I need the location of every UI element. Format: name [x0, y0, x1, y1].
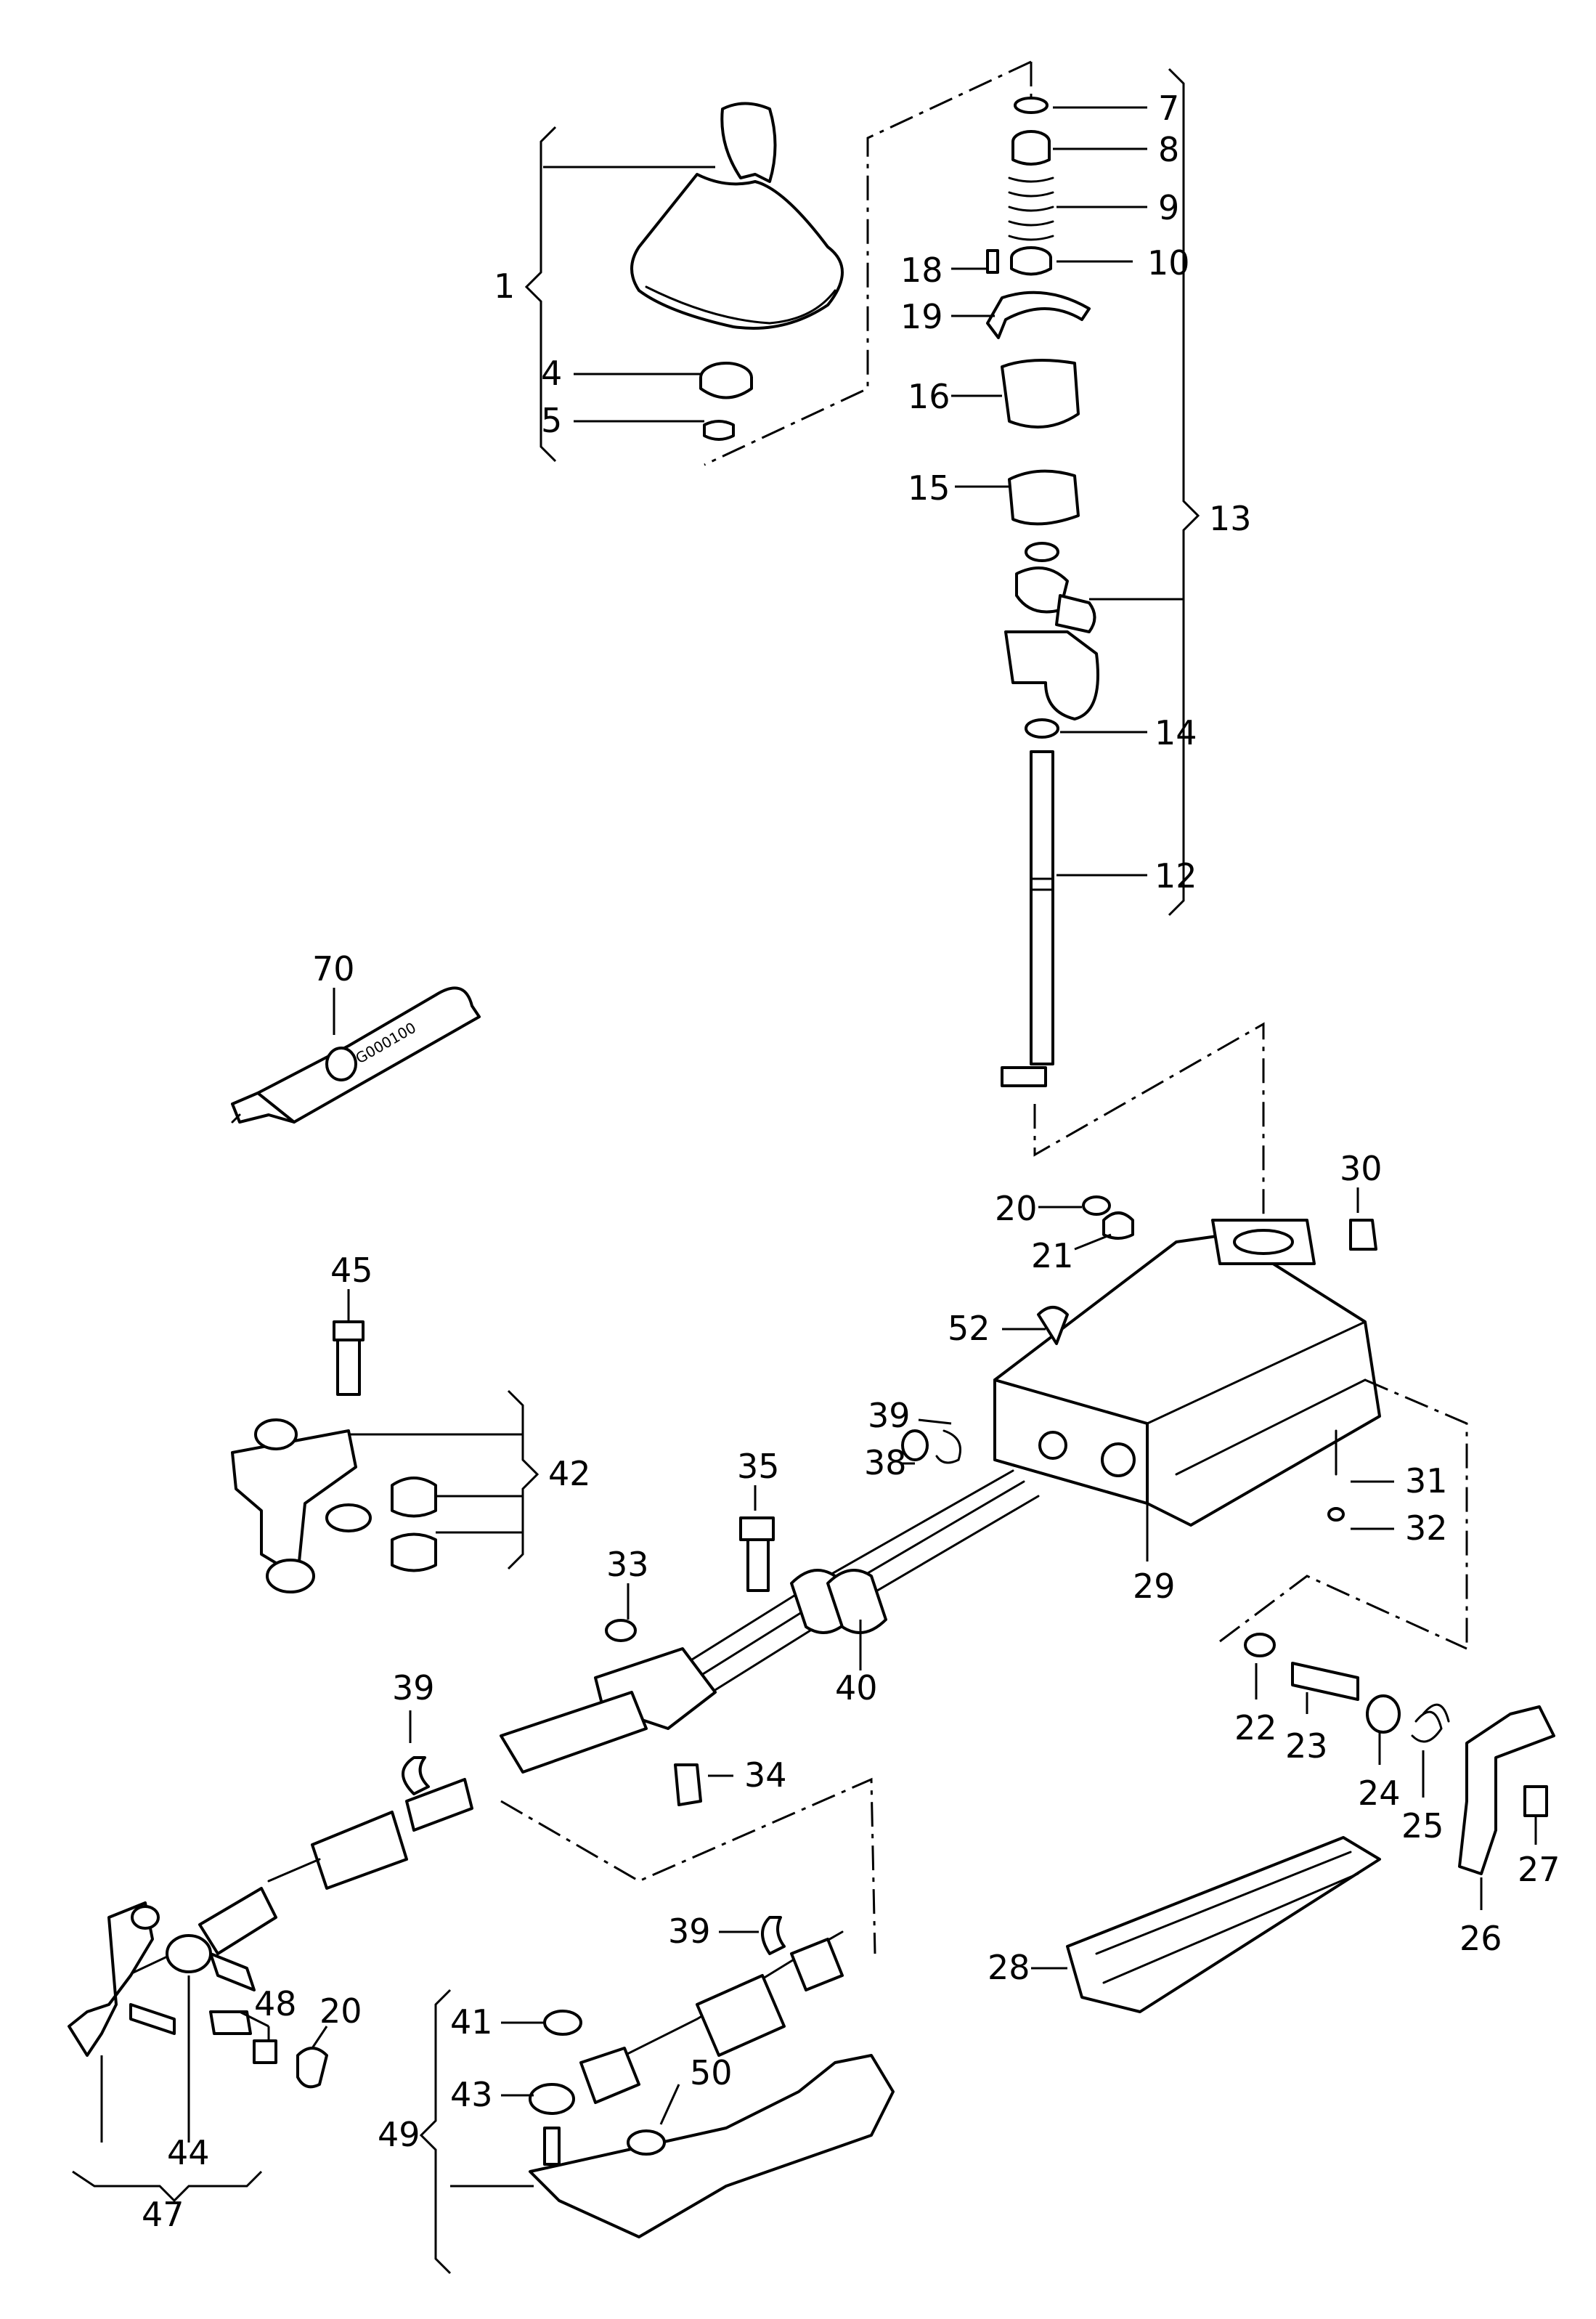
callout-50: 50 — [690, 2053, 733, 2092]
callout-14: 14 — [1155, 713, 1197, 752]
callout-29: 29 — [1133, 1567, 1176, 1606]
bracket-assembly: 45 42 — [231, 1251, 591, 1593]
callout-15: 15 — [908, 468, 950, 508]
callout-26: 26 — [1459, 1919, 1502, 1958]
callout-33: 33 — [606, 1545, 649, 1584]
callout-19: 19 — [900, 297, 943, 336]
callout-1: 1 — [494, 267, 515, 306]
callout-28: 28 — [988, 1948, 1030, 1987]
callout-31: 31 — [1405, 1461, 1448, 1500]
callout-8: 8 — [1158, 130, 1179, 169]
grease-tube: G000100 70 — [231, 949, 481, 1124]
callout-70: 70 — [312, 949, 355, 988]
callout-24: 24 — [1358, 1774, 1401, 1813]
callout-39-bottom: 39 — [668, 1912, 711, 1951]
callout-41: 41 — [450, 2002, 493, 2042]
right-side-parts: 22 23 24 25 27 26 28 — [988, 1575, 1560, 2013]
gear-knob-assembly: 1 4 5 — [494, 102, 844, 463]
callout-34: 34 — [744, 1755, 787, 1795]
callout-42: 42 — [548, 1454, 591, 1493]
callout-5: 5 — [541, 401, 562, 440]
callout-45: 45 — [330, 1251, 373, 1290]
shift-housing: 20 21 30 52 39 38 31 32 29 — [864, 1149, 1468, 1649]
callout-4: 4 — [541, 354, 562, 393]
clip-39-bottom: 39 — [668, 1912, 786, 1955]
callout-20-lever: 20 — [319, 1991, 362, 2031]
callout-23: 23 — [1285, 1726, 1328, 1766]
callout-48: 48 — [254, 1984, 297, 2023]
callout-30: 30 — [1340, 1149, 1383, 1188]
callout-7: 7 — [1158, 89, 1179, 128]
callout-35: 35 — [737, 1447, 780, 1486]
callout-25: 25 — [1401, 1806, 1444, 1845]
callout-39-housing: 39 — [868, 1396, 911, 1435]
callout-12: 12 — [1155, 856, 1197, 895]
callout-27: 27 — [1518, 1850, 1560, 1889]
callout-13: 13 — [1209, 499, 1252, 538]
callout-9: 9 — [1158, 188, 1179, 227]
callout-47: 47 — [142, 2195, 184, 2234]
callout-43: 43 — [450, 2075, 493, 2114]
callout-21: 21 — [1031, 1236, 1074, 1275]
callout-38: 38 — [864, 1443, 907, 1482]
callout-44: 44 — [167, 2133, 210, 2172]
callout-10: 10 — [1147, 243, 1190, 283]
shift-cables: 35 33 40 34 — [126, 1447, 1040, 1977]
callout-40: 40 — [835, 1668, 878, 1707]
callout-22: 22 — [1234, 1708, 1277, 1747]
selector-lever: 48 20 44 47 — [68, 1901, 362, 2234]
callout-52: 52 — [948, 1309, 990, 1348]
clip-39-left: 39 — [392, 1668, 435, 1795]
lower-cable-end: 41 43 49 50 — [378, 1930, 895, 2275]
callout-18: 18 — [900, 251, 943, 290]
callout-39-left: 39 — [392, 1668, 435, 1707]
callout-16: 16 — [908, 377, 950, 416]
shift-lever-stack: 7 8 9 10 18 19 16 15 13 14 12 — [900, 68, 1252, 1087]
callout-20-housing: 20 — [995, 1189, 1038, 1228]
callout-32: 32 — [1405, 1508, 1448, 1548]
callout-49: 49 — [378, 2115, 420, 2154]
